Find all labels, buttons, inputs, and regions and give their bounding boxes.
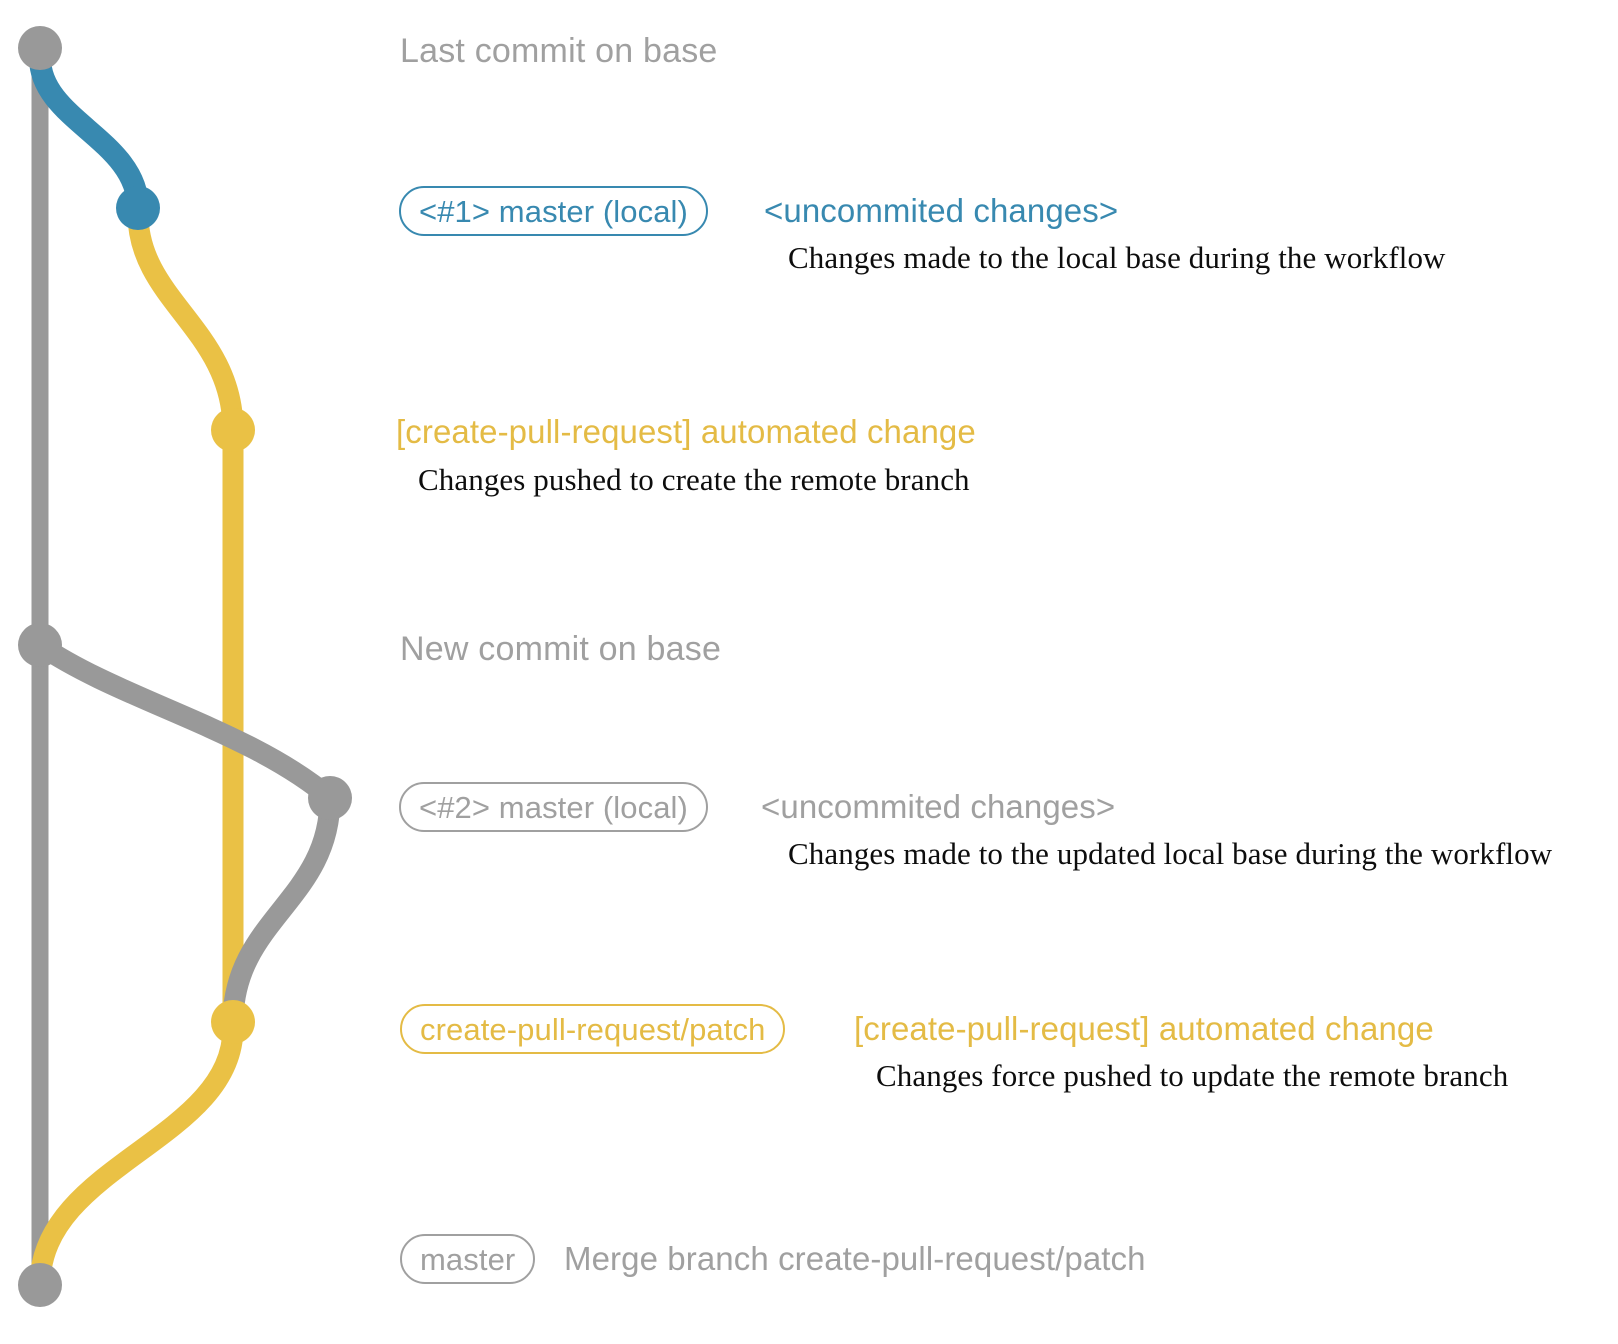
ref-pill-local-2-label: <#2> master (local) [419, 789, 688, 825]
commit-dot-local-1[interactable] [116, 186, 160, 230]
annotation-patch-create: Changes pushed to create the remote bran… [418, 462, 970, 497]
commit-subject-patch-update: [create-pull-request] automated change [854, 1010, 1434, 1047]
commit-dot-base-new[interactable] [18, 623, 62, 667]
commit-dot-base-head[interactable] [18, 26, 62, 70]
ref-pill-master-label: master [420, 1241, 516, 1277]
commit-dot-local-2[interactable] [308, 776, 352, 820]
force-push-curve [222, 787, 341, 1033]
annotation-local-1: Changes made to the local base during th… [788, 240, 1446, 275]
heading-last-commit-on-base: Last commit on base [400, 32, 718, 70]
ref-pill-patch-label: create-pull-request/patch [420, 1011, 766, 1047]
ref-pill-local-1-label: <#1> master (local) [419, 193, 688, 229]
local-branch-curve [29, 47, 149, 219]
commit-dot-merge[interactable] [18, 1263, 62, 1307]
ref-pill-local-1[interactable]: <#1> master (local) [399, 186, 708, 236]
commit-subject-patch-create: [create-pull-request] automated change [396, 413, 976, 450]
ref-pill-patch[interactable]: create-pull-request/patch [400, 1004, 786, 1054]
annotation-patch-update: Changes force pushed to update the remot… [876, 1058, 1509, 1093]
commit-dot-patch-update[interactable] [211, 1000, 255, 1044]
merge-curve [29, 1017, 244, 1296]
commit-subject-merge: Merge branch create-pull-request/patch [564, 1240, 1146, 1277]
ref-pill-master[interactable]: master [400, 1234, 536, 1284]
commit-subject-local-1: <uncommited changes> [764, 192, 1119, 229]
patch-branch-curve-top [127, 203, 244, 441]
commit-subject-local-2: <uncommited changes> [761, 788, 1116, 825]
annotation-local-2: Changes made to the updated local base d… [788, 836, 1553, 871]
updated-local-branch-curve [29, 634, 341, 809]
heading-new-commit-on-base: New commit on base [400, 630, 722, 668]
commit-dot-patch-create[interactable] [211, 408, 255, 452]
ref-pill-local-2[interactable]: <#2> master (local) [399, 782, 708, 832]
